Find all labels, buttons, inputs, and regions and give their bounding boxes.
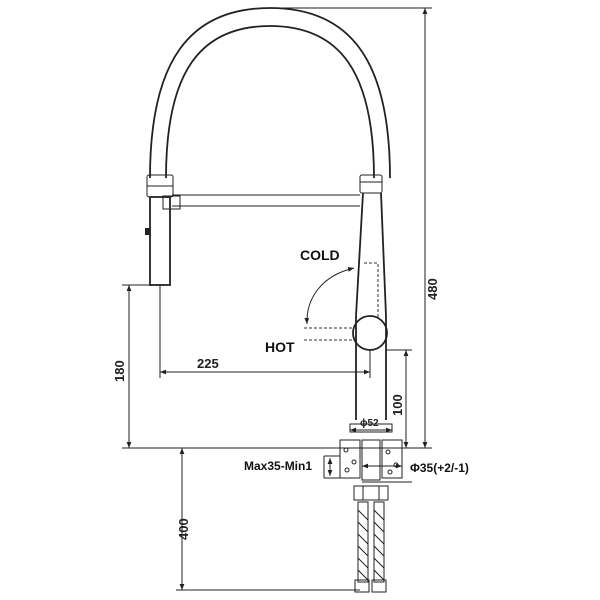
dimension-max-min	[323, 455, 340, 479]
dim-100-value: 100	[390, 394, 405, 416]
mounting-shank	[361, 439, 381, 481]
dim-400-value: 400	[176, 518, 191, 540]
dim-180-value: 180	[112, 360, 127, 382]
dimension-480	[275, 7, 432, 449]
body-collar	[359, 174, 383, 194]
dim-225-value: 225	[197, 356, 219, 371]
phi52-label: ϕ52	[360, 418, 379, 429]
mounting-nut	[353, 485, 389, 501]
handle-hot-position	[304, 327, 354, 341]
spout-arch-inner	[165, 25, 375, 179]
dimension-225	[159, 285, 371, 378]
supply-hoses	[354, 501, 387, 593]
spout-arch-outer	[149, 7, 391, 179]
cold-label: COLD	[300, 247, 340, 263]
faucet-column	[355, 192, 387, 420]
rotation-arc	[304, 267, 355, 325]
dimension-180	[122, 284, 150, 448]
handle-cold-position	[364, 262, 379, 318]
handle-knob	[352, 315, 388, 351]
dimension-100	[386, 349, 412, 448]
dimension-phi35	[362, 463, 412, 483]
max-min-label: Max35-Min1	[244, 459, 312, 473]
dimension-400	[176, 448, 360, 591]
deck-gasket-left	[339, 439, 361, 479]
hot-label: HOT	[265, 339, 295, 355]
faucet-outline	[145, 7, 403, 593]
spray-head	[149, 196, 171, 286]
phi35-label: Φ35(+2/-1)	[410, 461, 469, 475]
deck-gasket-right	[381, 439, 403, 479]
arm-clip	[162, 195, 181, 210]
spray-head-button	[145, 228, 150, 235]
dim-480-value: 480	[425, 278, 440, 300]
